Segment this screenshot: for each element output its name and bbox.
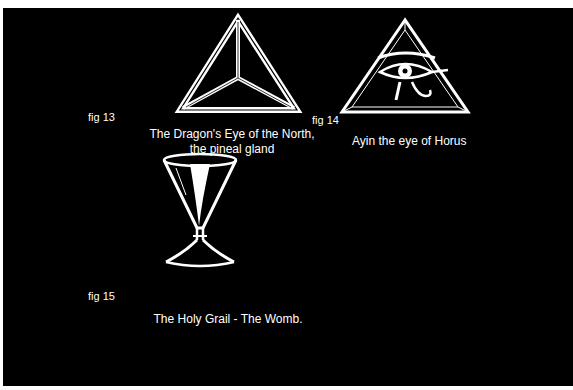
tetrahedron-figure	[180, 18, 297, 110]
figure-caption: The Dragon's Eye of the North, the pinea…	[146, 127, 318, 157]
eye-of-horus-figure	[342, 20, 468, 112]
figure-number: fig 15	[88, 290, 148, 304]
black-ground	[3, 8, 573, 386]
figure-number: fig 14	[312, 114, 352, 128]
figure-caption: The Holy Grail - The Womb.	[118, 312, 338, 327]
grail-figure	[164, 154, 236, 266]
figure-caption: Ayin the eye of Horus	[352, 134, 552, 149]
figure-number: fig 13	[88, 111, 148, 125]
